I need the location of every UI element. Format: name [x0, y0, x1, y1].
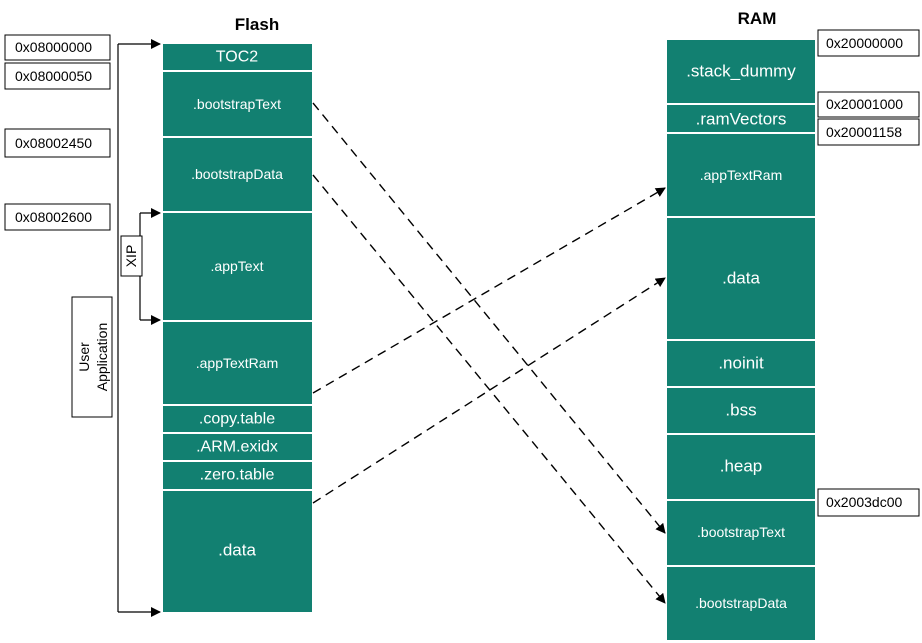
flash-segment-data: [163, 491, 312, 612]
flash-label-bootstrapdata: .bootstrapData: [191, 166, 283, 182]
ram-title: RAM: [738, 9, 777, 28]
user-application-bracket: User Application: [71, 39, 161, 617]
ram-label-data: .data: [722, 269, 760, 288]
flash-address-labels: 0x08000000 0x08000050 0x08002450 0x08002…: [4, 34, 111, 231]
copy-arrows: [312, 102, 666, 604]
ram-address-1: 0x20001000: [826, 96, 903, 112]
ram-segment-bootstrapdata: [667, 567, 815, 640]
ram-column: .stack_dummy .ramVectors .appTextRam .da…: [667, 40, 815, 640]
ram-address-labels: 0x20000000 0x20001000 0x20001158 0x2003d…: [817, 29, 920, 517]
ram-address-3: 0x2003dc00: [826, 494, 903, 510]
user-application-box: [71, 296, 113, 418]
arrow-apptextram-to-ram: [312, 187, 666, 394]
ram-segment-ramvectors: [667, 105, 815, 132]
ram-label-bss: .bss: [725, 401, 756, 420]
user-application-label-line2: Application: [94, 323, 110, 392]
flash-label-data: .data: [218, 541, 256, 560]
flash-label-zero-table: .zero.table: [200, 467, 275, 484]
flash-segment-apptext: [163, 213, 312, 320]
ram-address-2: 0x20001158: [826, 124, 902, 140]
flash-title: Flash: [235, 15, 279, 34]
flash-segment-apptextram: [163, 322, 312, 404]
arrow-bootstrapdata-to-ram: [312, 174, 666, 604]
ram-segment-noinit: [667, 341, 815, 386]
ram-label-stack-dummy: .stack_dummy: [686, 62, 796, 81]
xip-label: XIP: [123, 245, 139, 268]
flash-address-box: [4, 62, 111, 90]
ram-address-box: [817, 91, 920, 118]
ram-label-noinit: .noinit: [718, 354, 764, 373]
arrow-data-to-ram: [312, 277, 666, 504]
arrow-bootstraptext-to-ram: [312, 102, 666, 534]
flash-segment-arm-exidx: [163, 434, 312, 460]
flash-address-2: 0x08002450: [15, 135, 92, 151]
ram-address-box: [817, 488, 920, 517]
xip-box: [120, 235, 143, 277]
ram-label-apptextram: .appTextRam: [700, 167, 782, 183]
flash-segment-zero-table: [163, 462, 312, 489]
flash-label-toc2: TOC2: [216, 49, 258, 66]
ram-label-bootstrapdata: .bootstrapData: [695, 595, 787, 611]
flash-column: TOC2 .bootstrapText .bootstrapData .appT…: [163, 44, 312, 612]
flash-label-bootstraptext: .bootstrapText: [193, 96, 281, 112]
flash-segment-bootstrapdata: [163, 138, 312, 211]
flash-address-1: 0x08000050: [15, 68, 92, 84]
flash-label-arm-exidx: .ARM.exidx: [196, 439, 278, 456]
ram-segment-data: [667, 218, 815, 339]
ram-label-bootstraptext: .bootstrapText: [697, 524, 785, 540]
ram-address-0: 0x20000000: [826, 35, 903, 51]
ram-segment-bootstraptext: [667, 501, 815, 565]
ram-label-heap: .heap: [720, 457, 763, 476]
ram-label-ramvectors: .ramVectors: [696, 110, 787, 129]
flash-address-box: [4, 128, 111, 158]
flash-label-apptextram: .appTextRam: [196, 355, 278, 371]
flash-segment-copy-table: [163, 406, 312, 432]
ram-segment-heap: [667, 435, 815, 499]
flash-label-copy-table: .copy.table: [199, 411, 275, 428]
flash-address-box: [4, 203, 111, 231]
ram-segment-apptextram: [667, 134, 815, 216]
flash-segment-bootstraptext: [163, 72, 312, 136]
flash-segment-toc2: [163, 44, 312, 70]
xip-bracket: XIP: [120, 208, 161, 325]
ram-segment-bss: [667, 388, 815, 433]
ram-address-box: [817, 29, 920, 57]
flash-address-3: 0x08002600: [15, 209, 92, 225]
flash-address-box: [4, 34, 111, 61]
ram-address-box: [817, 118, 920, 146]
ram-segment-stack-dummy: [667, 40, 815, 103]
flash-address-0: 0x08000000: [15, 39, 92, 55]
user-application-label-line1: User: [76, 342, 92, 372]
flash-label-apptext: .appText: [211, 258, 264, 274]
